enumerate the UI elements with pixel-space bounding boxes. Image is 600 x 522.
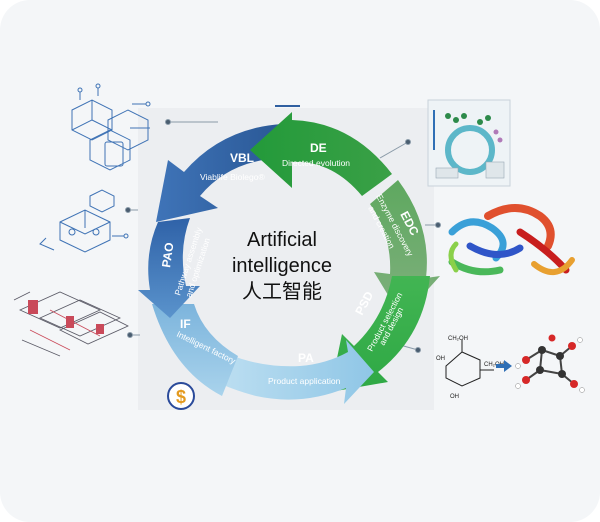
ball-and-stick-model-icon <box>515 334 585 393</box>
pao-label: PAO <box>159 242 176 269</box>
arrow-if <box>152 304 238 396</box>
arrow-de <box>250 112 392 196</box>
sugar-label-3: OH <box>450 394 459 400</box>
pathway-panel-icon <box>427 99 511 187</box>
center-title: Artificial intelligence 人工智能 <box>232 229 332 303</box>
factory-illustration-icon <box>13 291 129 357</box>
pa-sub: Product application <box>268 376 341 386</box>
sugar-molecule-icon: CH₂OH OH OH CH₂OH <box>436 336 504 400</box>
dollar-icon: $ <box>167 382 195 410</box>
sugar-label-1: CH₂OH <box>448 336 468 342</box>
center-line-3: 人工智能 <box>242 280 322 303</box>
if-label: IF <box>180 317 191 331</box>
puzzle-illustration-icon <box>39 189 129 253</box>
de-sub: Directed evolution <box>282 158 350 168</box>
sugar-label-4: CH₂OH <box>484 362 504 368</box>
vbl-sub: Viablife Biolego® <box>200 172 265 182</box>
center-line-2: intelligence <box>232 255 332 277</box>
vbl-label: VBL <box>230 151 254 165</box>
protein-structure-icon <box>448 204 575 276</box>
center-line-1: Artificial <box>247 229 317 251</box>
arrow-vbl <box>156 124 282 222</box>
pa-label: PA <box>298 351 314 365</box>
sugar-label-2: OH <box>436 356 445 362</box>
arrow-pa <box>210 340 374 404</box>
blocks-illustration-icon <box>71 83 151 171</box>
connector-lines <box>125 119 441 353</box>
de-label: DE <box>310 141 327 155</box>
arrow-right-icon <box>496 360 512 372</box>
cycle-arrows <box>138 112 440 404</box>
dollar-symbol: $ <box>176 387 186 407</box>
arrow-pao <box>138 218 200 318</box>
